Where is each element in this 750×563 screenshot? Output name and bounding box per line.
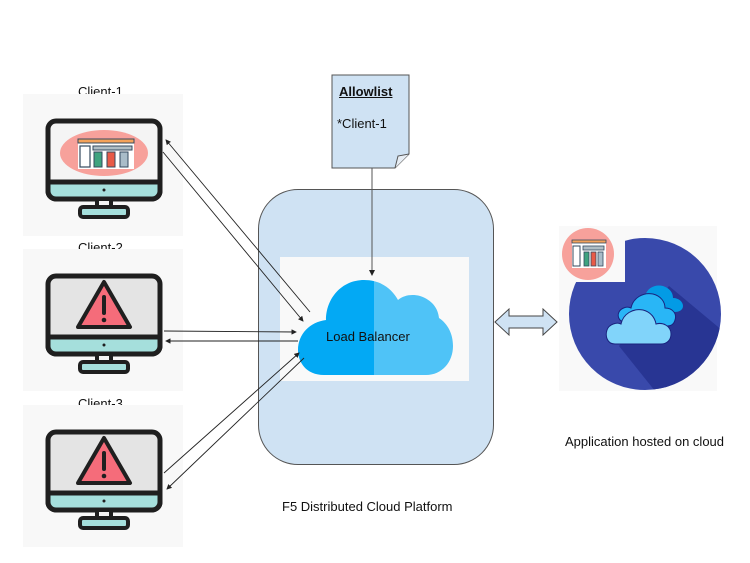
monitor-icon bbox=[45, 273, 163, 374]
web-app-icon bbox=[60, 130, 148, 176]
client-1-request-arrow bbox=[162, 151, 304, 322]
application-label: Application hosted on cloud bbox=[565, 434, 725, 449]
warning-icon bbox=[76, 280, 132, 329]
client-3-request-arrow bbox=[163, 352, 300, 474]
web-app-icon bbox=[562, 228, 614, 280]
client-2-tile[interactable] bbox=[23, 249, 183, 391]
client-1-response-arrow bbox=[165, 139, 311, 313]
allowlist-entry: *Client-1 bbox=[337, 116, 387, 131]
client-2-request-arrow bbox=[163, 329, 297, 335]
client-3-response-arrow bbox=[166, 357, 305, 490]
app-badge-tile bbox=[559, 226, 625, 282]
allowlist-title: Allowlist bbox=[339, 84, 393, 99]
client-1-tile[interactable] bbox=[23, 94, 183, 236]
bidirectional-arrow-icon bbox=[494, 307, 558, 337]
load-balancer-label: Load Balancer bbox=[326, 329, 410, 344]
warning-icon bbox=[76, 436, 132, 485]
monitor-icon bbox=[45, 429, 163, 530]
client-3-tile[interactable] bbox=[23, 405, 183, 547]
load-balancer-cloud-icon[interactable] bbox=[296, 272, 454, 376]
platform-label: F5 Distributed Cloud Platform bbox=[282, 499, 453, 514]
monitor-icon bbox=[45, 118, 163, 219]
allowlist-document bbox=[331, 74, 410, 169]
